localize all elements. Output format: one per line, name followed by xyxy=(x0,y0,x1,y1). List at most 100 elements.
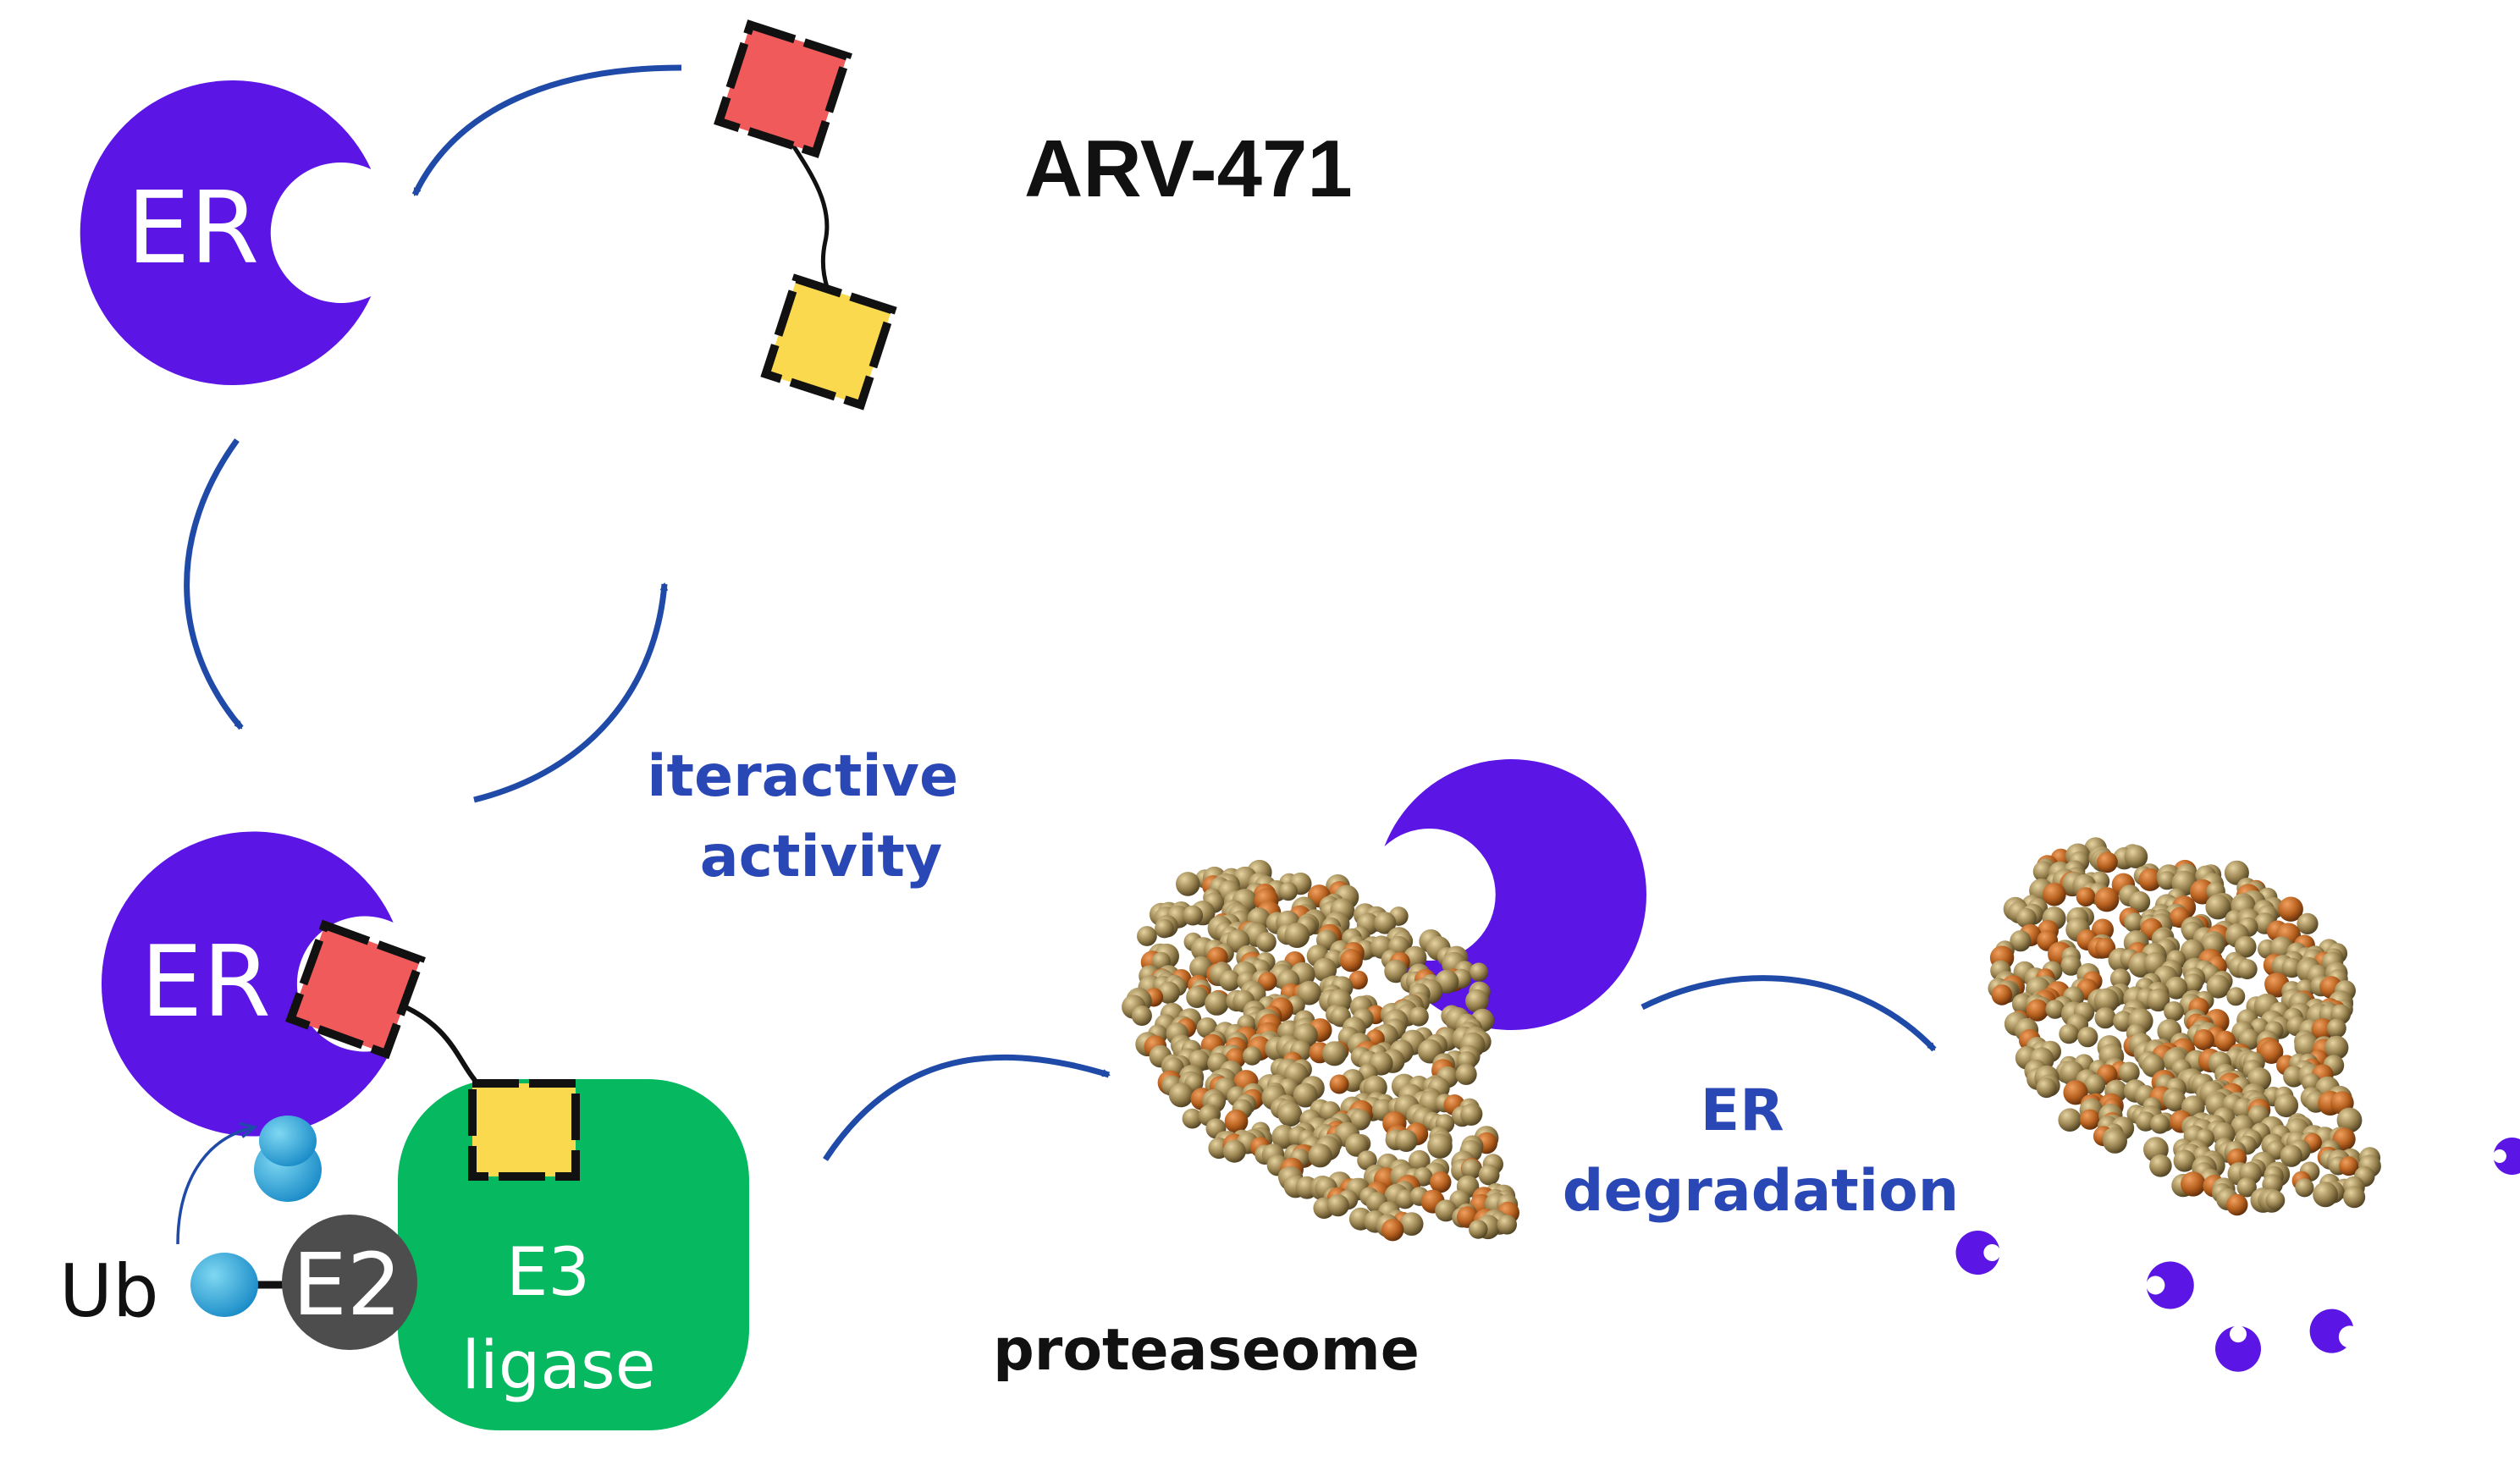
er-fragment xyxy=(1955,1231,1999,1275)
proteasome-atom xyxy=(2164,1090,2186,1112)
proteasome-atom xyxy=(2297,912,2319,934)
e3-line2: ligase xyxy=(461,1328,655,1404)
proteasome-atom xyxy=(2164,976,2188,1000)
proteasome-atom xyxy=(2147,988,2170,1012)
proteasome-atom xyxy=(1384,959,1408,983)
er-fragment xyxy=(2215,1326,2261,1372)
iterative-line2: activity xyxy=(700,824,942,890)
proteasome-atom xyxy=(1409,1006,1429,1027)
proteasome-atom xyxy=(2060,955,2082,976)
proteasome-atom xyxy=(2058,1108,2082,1132)
proteasome-atom xyxy=(1427,1133,1453,1159)
cycle-arrow-down xyxy=(184,438,244,730)
proteasome-atom xyxy=(2259,1039,2284,1064)
er-protein-complex xyxy=(101,831,394,1137)
proteasome-atom xyxy=(1991,984,2013,1005)
proteasome-atom xyxy=(2015,907,2037,928)
proteasome-atom xyxy=(1284,923,1310,948)
er-fragment xyxy=(2309,1308,2353,1353)
proteasome-atom xyxy=(2181,1171,2206,1197)
proteasome-atom xyxy=(1348,970,1368,990)
er-fragment xyxy=(2147,1261,2194,1309)
proteasome-atom xyxy=(1395,1189,1415,1209)
proteasome-atom xyxy=(2274,1093,2299,1118)
proteasome-atom xyxy=(1308,1143,1332,1168)
proteasome-atom xyxy=(1435,1199,1458,1222)
proteasome-atom xyxy=(2094,1007,2116,1029)
proteasome-atom xyxy=(1279,882,1298,901)
proteasome-atom xyxy=(2265,1190,2286,1210)
proteasome-atom xyxy=(1321,1041,1348,1066)
proteasome-atom xyxy=(2079,1109,2100,1130)
proteasome-atom xyxy=(2076,887,2096,907)
proteasome-atom xyxy=(1329,1074,1349,1094)
proteasome-atom xyxy=(2295,1178,2314,1198)
proteasome-atom xyxy=(2226,987,2246,1006)
proteasome-atom xyxy=(2236,959,2258,980)
proteasome-atom xyxy=(2138,868,2162,891)
proteasome-atom xyxy=(1168,1083,1194,1108)
proteasome-atom xyxy=(2164,1001,2184,1022)
proteasome-atom xyxy=(2129,890,2151,913)
proteasome-atom xyxy=(2063,1080,2088,1105)
ub-label: Ub xyxy=(59,1249,159,1334)
proteasome-atom xyxy=(2205,894,2231,920)
protac-molecule-free xyxy=(714,19,897,410)
proteasome-atom xyxy=(2109,968,2131,989)
proteasome-atom xyxy=(2280,1144,2302,1167)
proteasome-atom xyxy=(2343,1186,2366,1209)
proteasome-atom xyxy=(1381,1219,1404,1242)
proteasome-atom xyxy=(1461,1159,1481,1180)
proteasome-atom xyxy=(2036,1077,2057,1099)
proteasome-atom xyxy=(2149,1154,2172,1177)
proteasome-atom xyxy=(1497,1215,1518,1235)
proteasome-atom xyxy=(1293,1083,1318,1108)
proteasome-atom xyxy=(1395,1129,1418,1153)
er-degradation-label: ER degradation xyxy=(1563,1077,1959,1225)
e3-ligase-label: E3 ligase xyxy=(461,1235,655,1404)
proteasome-atom xyxy=(1374,912,1397,934)
arrow-to-proteasome xyxy=(823,1054,1109,1161)
iterative-line1: iteractive xyxy=(647,743,958,810)
cycle-arrow-recycle xyxy=(473,584,664,803)
proteasome-atom xyxy=(1205,991,1229,1016)
proteasome-atom xyxy=(2010,930,2032,952)
ternary-complex: E3 ligase ER E2 Ub xyxy=(59,831,749,1430)
proteasome-atom xyxy=(1137,926,1157,946)
er-top-label: ER xyxy=(127,169,260,286)
proteasome-atom xyxy=(2339,1156,2359,1176)
proteasome-atom xyxy=(2092,918,2114,941)
proteasome-atom xyxy=(2183,973,2203,994)
proteasome-atom xyxy=(2192,1029,2214,1050)
proteasome-atom xyxy=(1455,1063,1477,1085)
proteasome-atom xyxy=(1399,1212,1424,1236)
proteasome-atom xyxy=(2084,1074,2106,1096)
er-protein-top: ER xyxy=(80,80,372,385)
proteasome-atom xyxy=(1186,986,1208,1008)
proteasome-atom xyxy=(1339,949,1363,972)
proteasome-atom xyxy=(1465,989,1489,1013)
proteasome-atom xyxy=(2214,1030,2236,1052)
proteasome-atom xyxy=(1326,1194,1349,1217)
proteasome-atom xyxy=(1277,1102,1303,1127)
cycle-arrows xyxy=(184,64,1937,1161)
proteasome-structure xyxy=(1122,859,1519,1242)
proteasome-atom xyxy=(2124,845,2148,868)
proteasome-atom xyxy=(1224,1110,1249,1133)
proteasome-label: proteaseome xyxy=(993,1317,1420,1384)
cycle-arrow-binding xyxy=(411,64,682,195)
e2-enzyme xyxy=(282,1215,417,1350)
proteasome-atom xyxy=(2336,1107,2363,1133)
er-fragment xyxy=(2494,1138,2520,1175)
proteasome-atom xyxy=(2235,935,2257,958)
proteasome-atom xyxy=(1131,1005,1152,1026)
proteasome-atom xyxy=(1219,970,1241,991)
molecule-title: ARV-471 xyxy=(1024,124,1353,214)
proteasome-atom xyxy=(1460,1104,1482,1126)
proteasome-atom xyxy=(2157,871,2176,890)
proteasome-atom xyxy=(1182,1108,1203,1129)
proteasome-atom xyxy=(1155,918,1174,939)
degradation-line1: ER xyxy=(1701,1077,1784,1144)
proteasome-atom xyxy=(2045,1000,2065,1019)
